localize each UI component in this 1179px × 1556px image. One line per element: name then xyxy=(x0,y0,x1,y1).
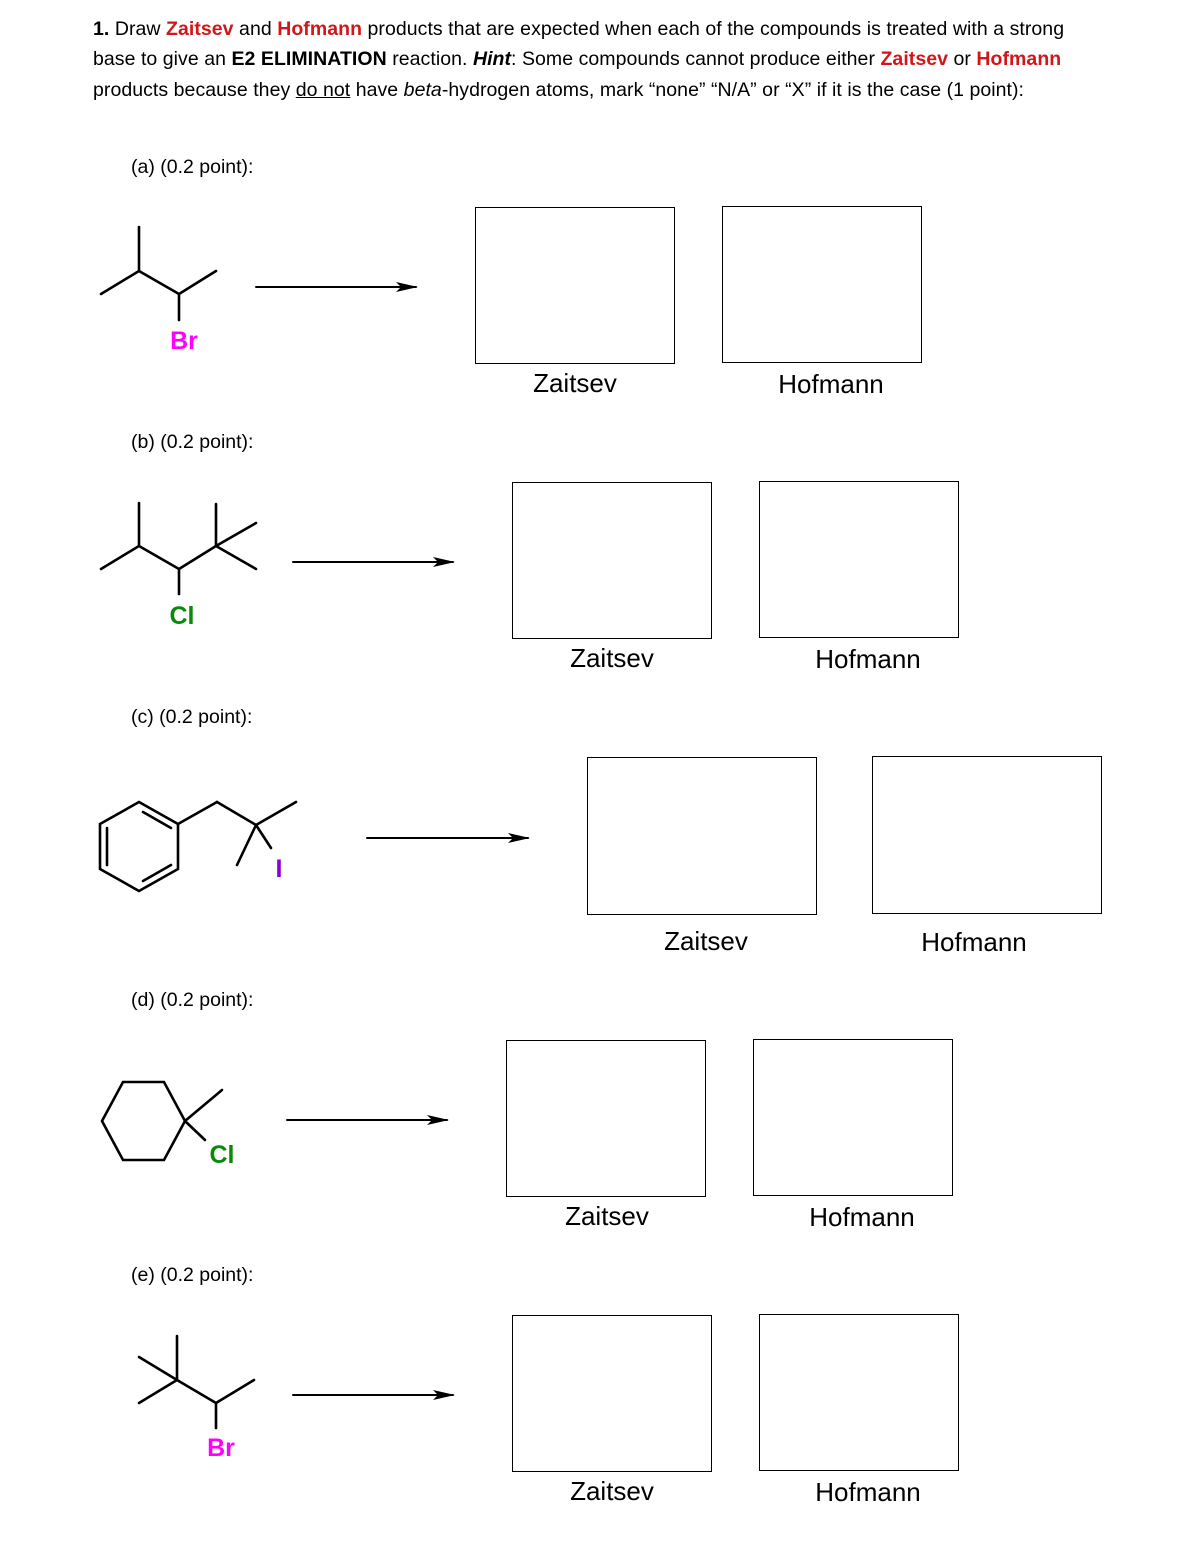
part-b-hofmann-caption: Hofmann xyxy=(815,644,921,674)
part-e-zaitsev-caption: Zaitsev xyxy=(570,1476,654,1506)
part-e-leaving-group: Br xyxy=(207,1434,235,1462)
part-d-zaitsev-answer-box[interactable] xyxy=(506,1040,706,1197)
part-e-molecule xyxy=(137,1334,256,1430)
part-d-molecule xyxy=(100,1080,224,1162)
question-text-segment: reaction. xyxy=(386,48,473,71)
part-a-hofmann-caption: Hofmann xyxy=(778,369,884,399)
part-a-leaving-group: Br xyxy=(170,327,198,355)
part-b-zaitsev-caption: Zaitsev xyxy=(570,643,654,673)
question-text-segment: -hydrogen atoms, mark “none” “N/A” or “X… xyxy=(441,78,1025,101)
question-text-segment: and xyxy=(233,18,278,40)
part-e-hofmann-caption: Hofmann xyxy=(815,1477,921,1507)
question-number: 1. xyxy=(93,18,110,40)
part-e-zaitsev-answer-box[interactable] xyxy=(512,1315,712,1472)
part-a-molecule xyxy=(99,225,218,322)
part-e-label: (e) (0.2 point): xyxy=(131,1264,254,1286)
question-text-segment: products because they xyxy=(93,78,296,101)
part-b-hofmann-answer-box[interactable] xyxy=(759,481,959,638)
part-d-hofmann-caption: Hofmann xyxy=(809,1202,915,1232)
question-text: 1. Draw Zaitsev and Hofmann products tha… xyxy=(93,14,1093,105)
part-d-label: (d) (0.2 point): xyxy=(131,989,254,1011)
part-b-leaving-group: Cl xyxy=(170,602,195,630)
part-b-zaitsev-answer-box[interactable] xyxy=(512,482,712,639)
question-text-segment: have xyxy=(350,78,404,101)
e2-term: E2 ELIMINATION xyxy=(231,48,387,71)
part-e-hofmann-answer-box[interactable] xyxy=(759,1314,959,1471)
part-d-leaving-group: Cl xyxy=(210,1141,235,1169)
zaitsev-term: Zaitsev xyxy=(166,18,234,40)
question-text-segment: : Some compounds cannot produce either xyxy=(511,48,881,71)
part-c-label: (c) (0.2 point): xyxy=(131,706,253,728)
do-not-emphasis: do not xyxy=(295,78,351,101)
part-c-leaving-group: I xyxy=(276,855,283,883)
zaitsev-term: Zaitsev xyxy=(880,48,949,71)
part-d-hofmann-answer-box[interactable] xyxy=(753,1039,953,1196)
question-text-segment: products that are expected when each of … xyxy=(93,18,1065,71)
part-c-molecule xyxy=(98,800,298,893)
part-c-hofmann-caption: Hofmann xyxy=(921,927,1027,957)
hofmann-term: Hofmann xyxy=(976,48,1062,71)
part-a-zaitsev-answer-box[interactable] xyxy=(475,207,675,364)
part-c-zaitsev-caption: Zaitsev xyxy=(664,926,748,956)
question-text-segment: or xyxy=(948,48,977,71)
part-a-zaitsev-caption: Zaitsev xyxy=(533,368,617,398)
part-c-zaitsev-answer-box[interactable] xyxy=(587,757,817,915)
part-b-molecule xyxy=(99,501,258,596)
part-c-hofmann-answer-box[interactable] xyxy=(872,756,1102,914)
part-a-hofmann-answer-box[interactable] xyxy=(722,206,922,363)
hofmann-term: Hofmann xyxy=(277,18,363,40)
question-text-segment: Draw xyxy=(109,18,167,40)
hint-label: Hint xyxy=(472,48,512,71)
part-b-label: (b) (0.2 point): xyxy=(131,431,254,453)
beta-term: beta xyxy=(403,78,442,101)
part-d-zaitsev-caption: Zaitsev xyxy=(565,1201,649,1231)
part-a-label: (a) (0.2 point): xyxy=(131,156,254,178)
